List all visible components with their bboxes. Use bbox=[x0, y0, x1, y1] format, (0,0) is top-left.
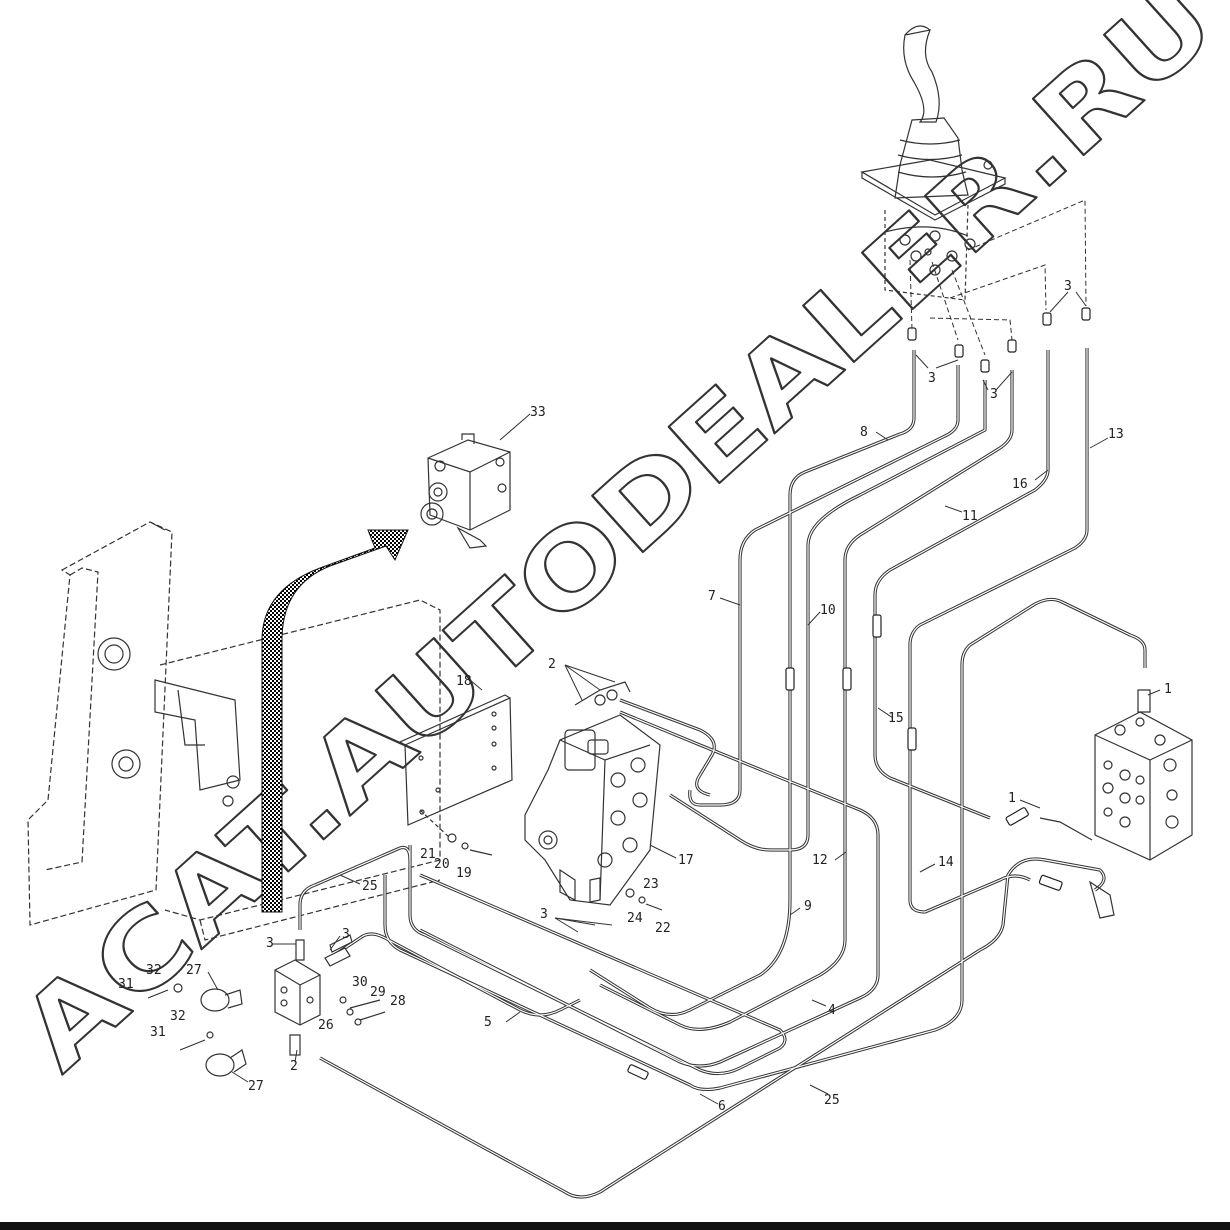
callout-9: 9 bbox=[804, 899, 812, 914]
callout-10: 10 bbox=[820, 603, 836, 618]
callout-2-valve-top: 2 bbox=[548, 657, 556, 672]
valve-block-33 bbox=[420, 433, 511, 549]
callout-11: 11 bbox=[962, 509, 978, 524]
callout-26: 26 bbox=[318, 1018, 334, 1033]
joystick-fittings bbox=[907, 307, 1091, 373]
callout-13: 13 bbox=[1108, 427, 1124, 442]
callout-3-joystick-left: 3 bbox=[928, 371, 936, 386]
callout-labels: 33 8 3 3 3 13 16 11 7 10 18 2 15 1 1 17 … bbox=[118, 279, 1172, 1114]
callout-23: 23 bbox=[643, 877, 659, 892]
callout-33: 33 bbox=[530, 405, 546, 420]
watermark-text: ACAT.AUTODEALER.RU bbox=[0, 0, 1230, 1095]
callout-3-valve-bottom: 3 bbox=[540, 907, 548, 922]
callout-14: 14 bbox=[938, 855, 954, 870]
callout-leader-lines bbox=[207, 291, 1161, 1105]
callout-3-joystick-right: 3 bbox=[1064, 279, 1072, 294]
watermark: ACAT.AUTODEALER.RU bbox=[0, 0, 1230, 1095]
callout-32-top: 32 bbox=[146, 963, 162, 978]
mounting-plate-18 bbox=[398, 694, 513, 826]
callout-25-frame: 25 bbox=[362, 879, 378, 894]
hydraulic-pipes-inner bbox=[299, 348, 1146, 1198]
callout-6: 6 bbox=[718, 1099, 726, 1114]
pipe-couplings bbox=[627, 614, 1063, 1080]
bolts-19-24 bbox=[419, 809, 663, 911]
callout-3-joystick-mid: 3 bbox=[990, 387, 998, 402]
callout-5: 5 bbox=[484, 1015, 492, 1030]
callout-27-top: 27 bbox=[186, 963, 202, 978]
callout-24: 24 bbox=[627, 911, 643, 926]
control-valve-17 bbox=[524, 681, 661, 906]
callout-31-top: 31 bbox=[118, 977, 134, 992]
callout-3-block-right: 3 bbox=[342, 927, 350, 942]
callout-16: 16 bbox=[1012, 477, 1028, 492]
joystick-assembly bbox=[860, 25, 1007, 301]
port-leader-lines bbox=[909, 199, 1087, 356]
bottom-border bbox=[0, 1222, 1230, 1230]
loader-frame bbox=[27, 521, 441, 941]
port-block-right bbox=[1039, 689, 1193, 919]
callout-32-bottom: 32 bbox=[170, 1009, 186, 1024]
callout-17: 17 bbox=[678, 853, 694, 868]
callout-29: 29 bbox=[370, 985, 386, 1000]
callout-28: 28 bbox=[390, 994, 406, 1009]
callout-31-bottom: 31 bbox=[150, 1025, 166, 1040]
callout-18: 18 bbox=[456, 674, 472, 689]
callout-3-block-top: 3 bbox=[266, 936, 274, 951]
callout-27-bottom: 27 bbox=[248, 1079, 264, 1094]
callout-1-block-top: 1 bbox=[1164, 682, 1172, 697]
junction-block-26 bbox=[147, 934, 386, 1077]
callout-19: 19 bbox=[456, 866, 472, 881]
callout-21: 21 bbox=[420, 847, 436, 862]
callout-20: 20 bbox=[434, 857, 450, 872]
callout-7: 7 bbox=[708, 589, 716, 604]
callout-12: 12 bbox=[812, 853, 828, 868]
direction-arrow bbox=[261, 529, 409, 913]
callout-8: 8 bbox=[860, 425, 868, 440]
callout-1-block-left: 1 bbox=[1008, 791, 1016, 806]
callout-22: 22 bbox=[655, 921, 671, 936]
callout-2-block-bottom: 2 bbox=[290, 1059, 298, 1074]
callout-30: 30 bbox=[352, 975, 368, 990]
callout-4: 4 bbox=[828, 1003, 836, 1018]
callout-15: 15 bbox=[888, 711, 904, 726]
callout-25-bottom: 25 bbox=[824, 1093, 840, 1108]
